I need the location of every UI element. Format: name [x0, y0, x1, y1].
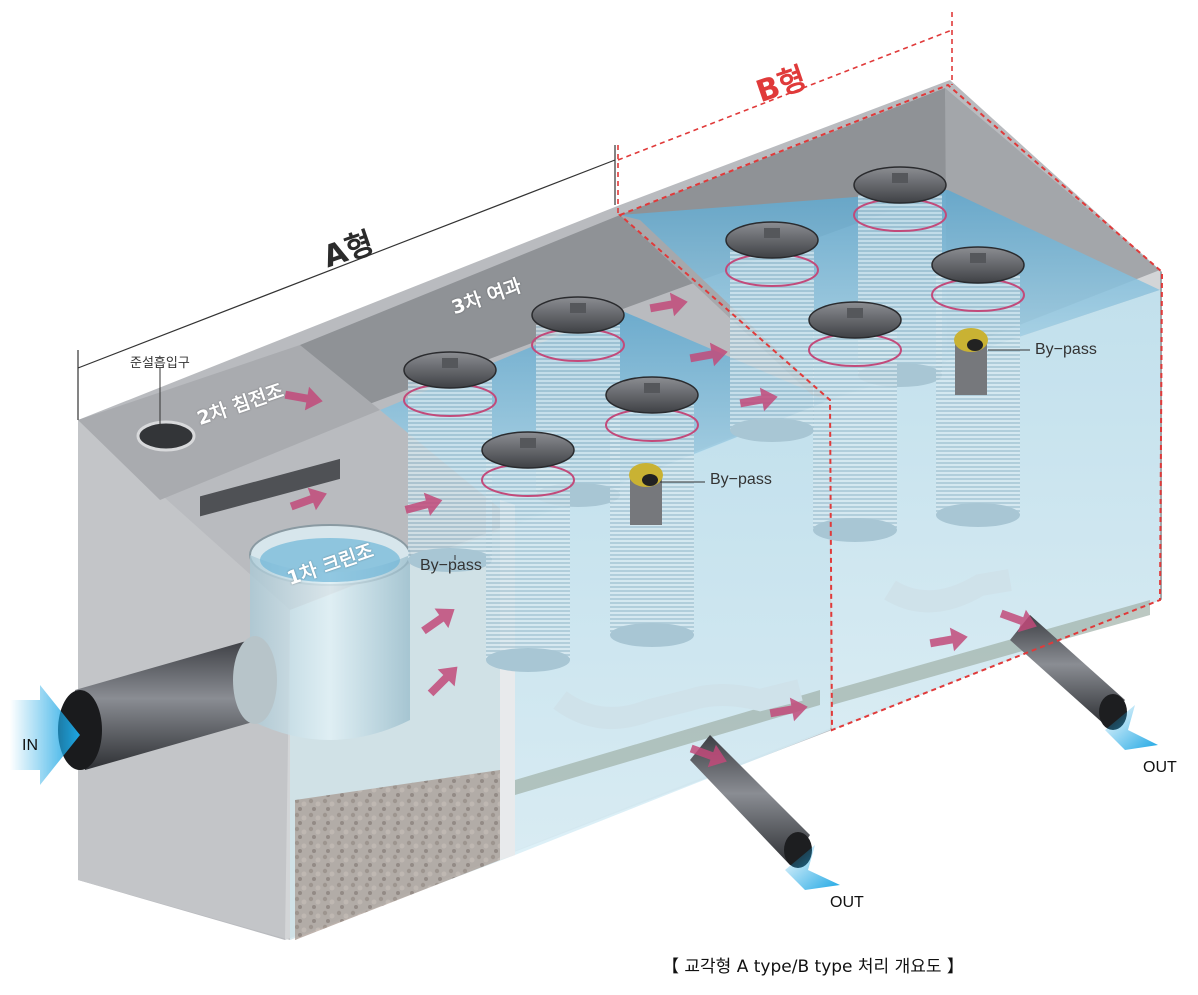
inlet-collar [233, 636, 277, 724]
filter-cartridge-icon [808, 301, 902, 542]
filter-cartridge-icon [725, 221, 819, 442]
in-arrow-icon [10, 685, 80, 785]
flow-arrow-icon [739, 387, 778, 412]
flow-arrow-icon [421, 608, 455, 635]
type-b-outline [618, 83, 1164, 732]
bypass-mouth-a [642, 474, 658, 486]
flow-arrow-icon [289, 487, 327, 511]
drum-body [250, 555, 410, 740]
bypass-label-1: By−pass [420, 557, 482, 574]
gravel [295, 770, 500, 940]
collector-b [884, 569, 1012, 613]
flow-arrow-icon [284, 386, 323, 411]
bypass-label-3: By−pass [1035, 341, 1097, 358]
flow-arrow-icon [999, 609, 1037, 633]
flow-arrow-icon [427, 666, 458, 697]
out-arrow-a-icon [785, 845, 840, 890]
bypass-mouth-b [967, 339, 983, 351]
inlet-pipe [75, 640, 260, 770]
outlet-pipe-a [690, 735, 810, 865]
bypass-label-2: By−pass [710, 471, 772, 488]
flow-arrow-icon [689, 744, 727, 768]
flow-arrow-icon [929, 627, 968, 652]
floor-b [832, 600, 1150, 705]
flow-arrow-icon [689, 342, 728, 367]
flow-arrow-icon [769, 697, 808, 722]
tank-back-wall [300, 88, 948, 430]
flow-arrow-icon [404, 492, 443, 516]
out-label-a: OUT [830, 894, 864, 911]
chamber-roof [78, 345, 380, 500]
in-label: IN [22, 737, 38, 754]
flow-arrow-icon [649, 292, 688, 317]
outlet-pipe-b [1010, 615, 1125, 725]
type-a-bracket [77, 145, 616, 420]
floor-a [515, 690, 820, 795]
diagram-caption: 【 교각형 A type/B type 처리 개요도 】 [662, 957, 964, 977]
filter-cartridge-icon [403, 351, 497, 572]
out-arrow-b-icon [1105, 705, 1158, 750]
dredge-inlet-hole [136, 420, 196, 452]
inlet-pipe-mouth [58, 690, 102, 770]
stage2-slot [200, 458, 340, 517]
out-label-b: OUT [1143, 759, 1177, 776]
type-b-bracket [617, 12, 953, 215]
filter-cartridge-icon [481, 431, 575, 672]
collector-a [553, 679, 803, 729]
dredge-inlet-label: 준설흡입구 [130, 356, 190, 371]
drum-inner [260, 538, 400, 582]
